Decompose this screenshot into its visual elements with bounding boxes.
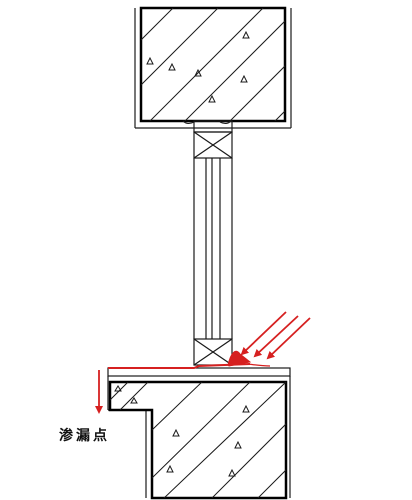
upper-wall-hatch bbox=[141, 8, 285, 121]
rain-arrow bbox=[253, 315, 299, 358]
rain-arrow bbox=[240, 311, 287, 356]
leak-seep-line bbox=[108, 363, 251, 369]
sealant-blob bbox=[227, 350, 252, 367]
window-frame bbox=[182, 120, 233, 366]
water-leak-path bbox=[95, 311, 311, 414]
upper-wall bbox=[134, 6, 292, 129]
rain-arrow bbox=[266, 317, 311, 360]
upper-aggregate-marks bbox=[146, 30, 250, 103]
leak-point-label: 渗漏点 bbox=[59, 428, 110, 444]
lower-wall-hatch bbox=[110, 382, 286, 498]
lower-wall bbox=[107, 367, 291, 500]
lower-aggregate-marks bbox=[114, 385, 250, 477]
